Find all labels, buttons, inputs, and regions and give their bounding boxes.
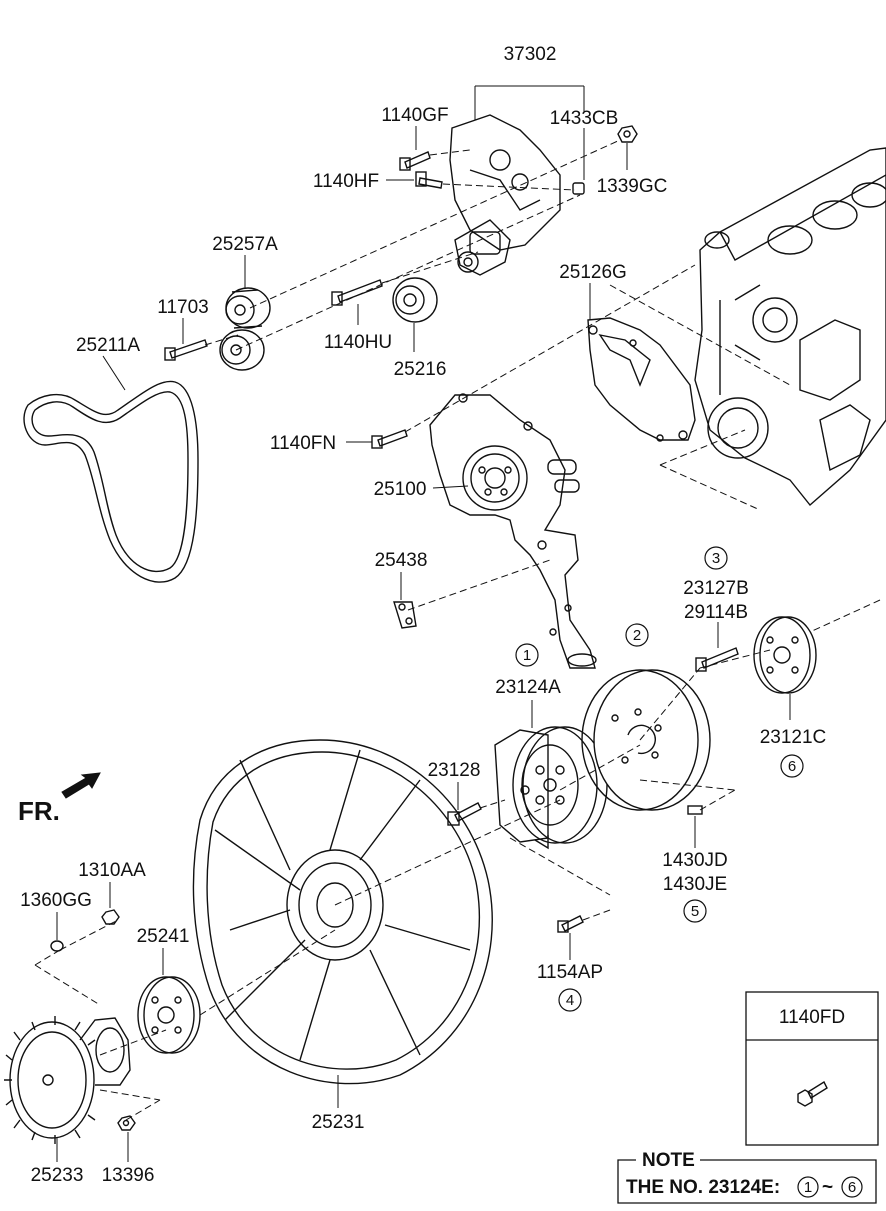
label-1430JE: 1430JE [663,874,727,895]
engine-block [694,147,886,507]
callout-3-number: 3 [712,550,720,567]
callout-5: 5 [683,899,707,923]
damper-pulley [581,669,711,811]
label-23128: 23128 [428,760,481,781]
label-25233: 25233 [31,1165,84,1186]
pulley-25257A [225,287,271,329]
water-pump-25100 [429,393,597,669]
nut-1310AA [101,909,120,925]
label-1310AA: 1310AA [78,860,146,881]
inset-title: 1140FD [779,1007,845,1028]
callout-2: 2 [625,623,649,647]
callout-4: 4 [558,988,582,1012]
label-25100: 25100 [374,479,427,500]
label-23127B: 23127B [683,578,749,599]
collar-1433CB [572,182,585,195]
label-25257A: 25257A [212,234,278,255]
label-25231: 25231 [312,1112,365,1133]
assembly-lines [34,139,881,1121]
callout-5-number: 5 [691,903,699,920]
bolt-1140FN [371,429,408,449]
label-13396: 13396 [102,1165,155,1186]
label-1140GF: 1140GF [381,105,448,126]
note-from: 1 [804,1179,812,1196]
label-1430JD: 1430JD [662,850,728,871]
spacer-25241 [137,976,201,1054]
label-1140HU: 1140HU [324,332,392,353]
fr-label: FR. [18,796,60,826]
callout-6: 6 [780,754,804,778]
callout-1-number: 1 [523,647,531,664]
bolt-1140HU [331,279,383,306]
bolt-11703 [164,339,208,361]
bolt-23128 [447,802,482,826]
label-25211A: 25211A [76,335,140,356]
label-37302: 37302 [504,44,557,65]
gasket-25126G [587,317,696,442]
callout-6-number: 6 [788,758,796,775]
label-1360GG: 1360GG [20,890,92,911]
bolt-1140GF [399,151,431,171]
note-prefix: THE NO. 23124E: [626,1177,780,1198]
label-23124A: 23124A [495,677,561,698]
label-1140FN: 1140FN [270,433,336,454]
note-to: 6 [848,1179,856,1196]
label-25241: 25241 [137,926,190,947]
callout-2-number: 2 [633,627,641,644]
callout-3: 3 [704,546,728,570]
nut-13396 [117,1115,136,1131]
guide-line [659,464,761,511]
front-indicator: FR. [18,772,101,826]
callout-1: 1 [515,643,539,667]
part-labels: 37302 1140GF 1433CB 1140HF 1339GC 25257A… [20,44,826,1186]
callout-4-number: 4 [566,992,574,1009]
label-1339GC: 1339GC [597,176,668,197]
washer-1360GG [50,940,64,952]
label-25216: 25216 [394,359,447,380]
label-1433CB: 1433CB [550,108,619,129]
pin-1430JD [687,805,703,815]
leader-lines [56,85,791,1162]
front-arrow-icon [61,772,101,799]
nut-1339GC [617,125,638,143]
label-25438: 25438 [375,550,428,571]
note-tilde: ~ [822,1177,833,1198]
bolt-1140HF [415,171,443,189]
note-box: NOTE THE NO. 23124E: 1 ~ 6 [617,1150,877,1204]
fan-clutch-25233 [4,1016,131,1144]
bolt-1140FD [797,1080,828,1107]
pulley-25216 [392,277,438,323]
label-11703: 11703 [157,297,208,318]
hub-23121C [753,616,817,694]
inset-1140FD: 1140FD [745,991,879,1146]
bracket-37302 [449,114,561,276]
note-title: NOTE [642,1150,695,1171]
label-1154AP: 1154AP [537,962,603,983]
bolt-1154AP [557,915,584,933]
gasket-25438 [393,601,417,629]
belt-25211A [23,380,199,583]
bolt-23127B [695,647,739,672]
guide-line [609,284,791,386]
label-29114B: 29114B [684,602,748,623]
guide-line [659,429,746,466]
pulley-23124A [494,726,608,850]
label-25126G: 25126G [559,262,627,283]
label-1140HF: 1140HF [313,171,379,192]
label-23121C: 23121C [760,727,827,748]
fan-25231 [192,739,493,1085]
idler-pulley [219,329,265,371]
